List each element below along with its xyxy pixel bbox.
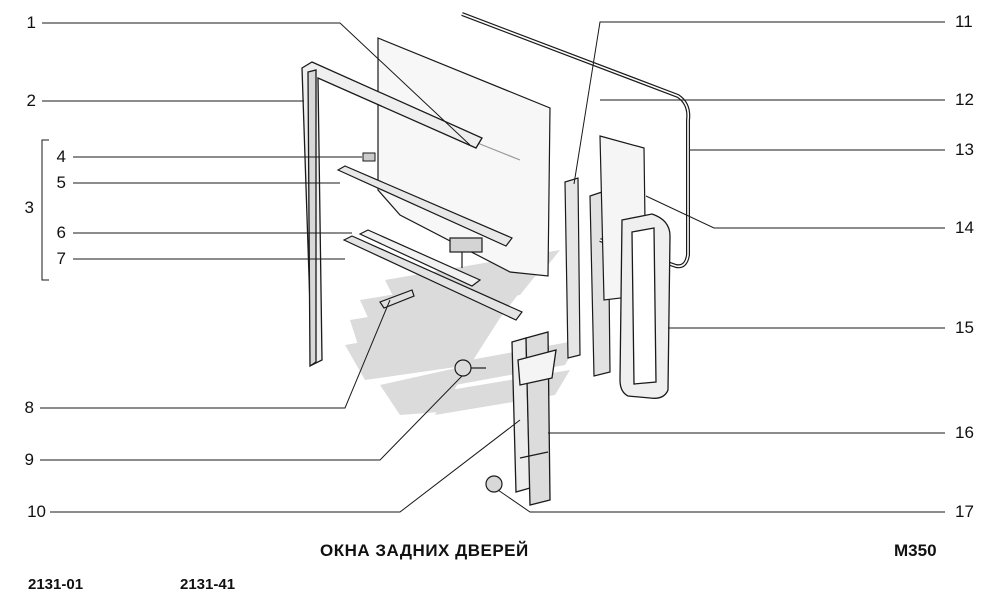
callout-3: 3: [24, 198, 34, 217]
diagram-code: М350: [894, 541, 937, 560]
nut-part-9: [454, 359, 486, 377]
callout-14: 14: [955, 218, 974, 237]
callout-13: 13: [955, 140, 974, 159]
callout-10: 10: [27, 502, 46, 521]
model-code-1: 2131-01: [28, 576, 84, 593]
rail-part-6-7: [342, 229, 523, 321]
clip-part-4: [362, 152, 376, 162]
nut-part-17: [485, 475, 503, 493]
callout-1: 1: [26, 13, 36, 32]
callout-16: 16: [955, 423, 974, 442]
callout-15: 15: [955, 318, 974, 337]
callout-5: 5: [56, 173, 66, 192]
callout-4: 4: [56, 147, 66, 166]
callout-8: 8: [24, 398, 34, 417]
callout-7: 7: [56, 249, 66, 268]
guide-channel-part-10-16: [511, 331, 557, 506]
callout-9: 9: [24, 450, 34, 469]
model-code-2: 2131-41: [180, 576, 236, 593]
door-seal-part-2: [301, 61, 483, 368]
callout-2: 2: [26, 91, 36, 110]
seal-part-11: [564, 177, 581, 359]
callout-17: 17: [955, 502, 974, 521]
callout-6: 6: [56, 223, 66, 242]
leader-lines: [40, 21, 945, 513]
seal-frame-part-15: [619, 213, 671, 399]
channel-part-5: [336, 165, 513, 247]
callout-12: 12: [955, 90, 974, 109]
callout-11: 11: [955, 12, 973, 31]
diagram-title: ОКНА ЗАДНИХ ДВЕРЕЙ: [320, 541, 529, 560]
